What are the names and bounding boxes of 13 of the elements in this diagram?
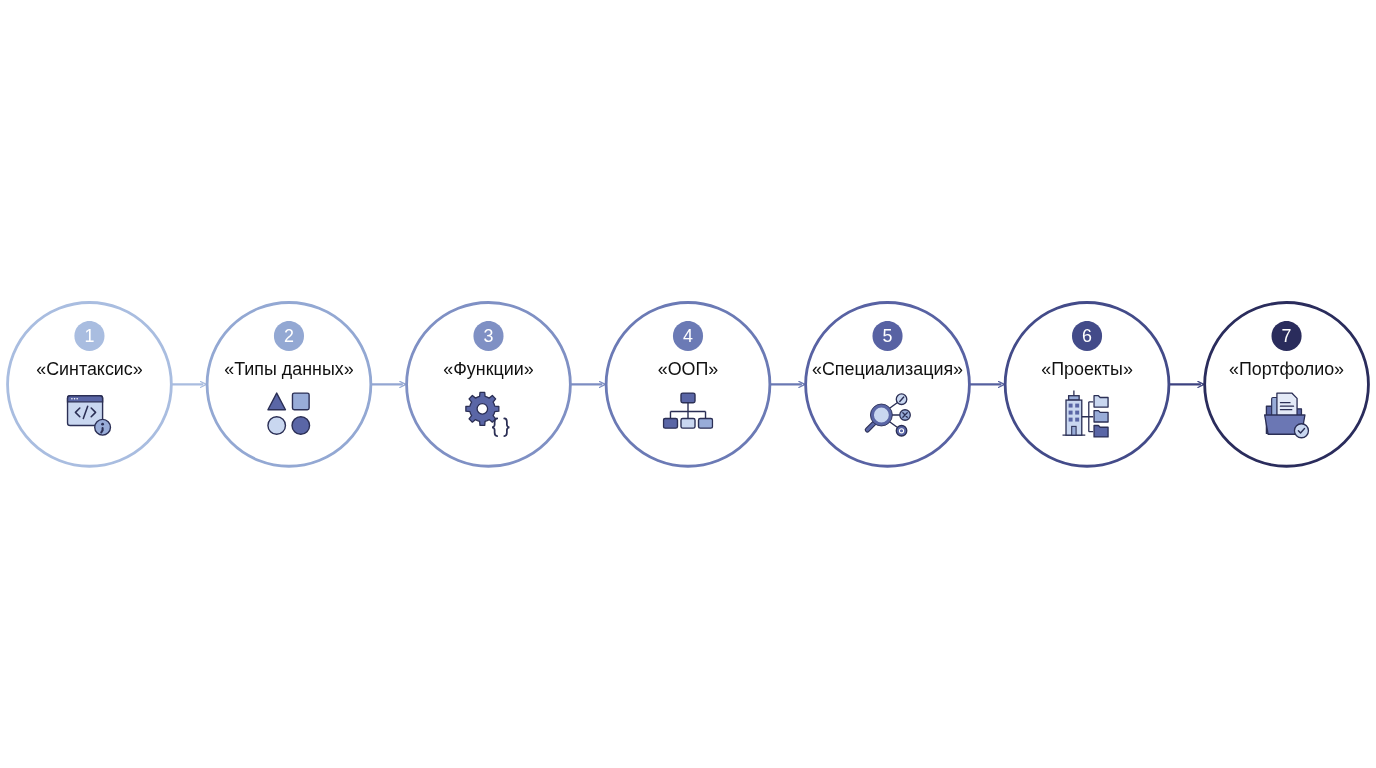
arrow	[1168, 380, 1205, 388]
arrow	[570, 380, 606, 388]
arrow	[769, 380, 806, 388]
arrow	[969, 380, 1005, 388]
node-circle: 5 «Специализация»	[804, 300, 971, 468]
node-circle: 6 «Проекты»	[1003, 300, 1171, 468]
node-circle: 1 «Синтаксис»	[6, 300, 173, 468]
node-circle: 2 «Типы данных»	[205, 300, 373, 468]
node-circle: 3 «Функции»	[405, 300, 572, 468]
node-circle: 4 «ООП»	[604, 300, 772, 468]
node-circle: 7 «Портфолио»	[1203, 300, 1370, 468]
arrow	[370, 380, 407, 388]
arrow	[171, 380, 207, 388]
